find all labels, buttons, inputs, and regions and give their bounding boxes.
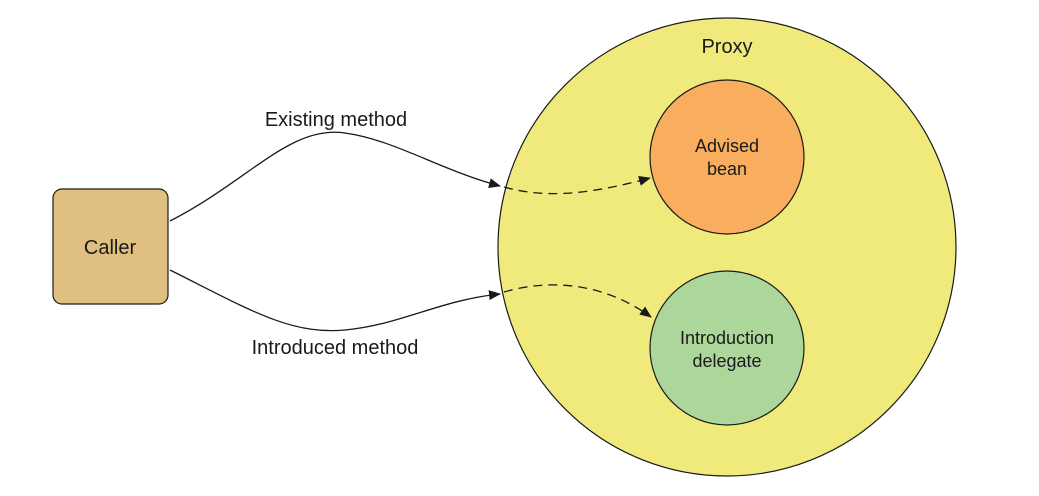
proxy-label: Proxy bbox=[701, 36, 752, 58]
advised-bean-label-line2: bean bbox=[707, 159, 747, 179]
introduced-method-dashed-curve bbox=[503, 284, 652, 318]
caller-node: Caller bbox=[52, 188, 169, 305]
caller-label: Caller bbox=[84, 237, 137, 259]
advised-bean-node: Advised bean bbox=[649, 79, 805, 235]
proxy-node: Proxy bbox=[497, 17, 957, 477]
introduced-method-label: Introduced method bbox=[252, 337, 419, 359]
introduction-delegate-label-line1: Introduction bbox=[680, 328, 774, 348]
existing-method-curve bbox=[169, 131, 501, 222]
existing-method-label: Existing method bbox=[265, 109, 407, 131]
introduction-delegate-circle bbox=[649, 270, 805, 426]
advised-bean-label-line1: Advised bbox=[695, 136, 759, 156]
caller-box bbox=[52, 188, 169, 305]
introduction-delegate-node: Introduction delegate bbox=[649, 270, 805, 426]
proxy-circle bbox=[497, 17, 957, 477]
introduction-delegate-label-line2: delegate bbox=[692, 351, 761, 371]
introduced-method-curve bbox=[169, 269, 501, 332]
introduced-method-edge: Introduced method bbox=[169, 269, 652, 359]
advised-bean-circle bbox=[649, 79, 805, 235]
existing-method-dashed-curve bbox=[503, 176, 651, 195]
existing-method-edge: Existing method bbox=[169, 109, 651, 222]
